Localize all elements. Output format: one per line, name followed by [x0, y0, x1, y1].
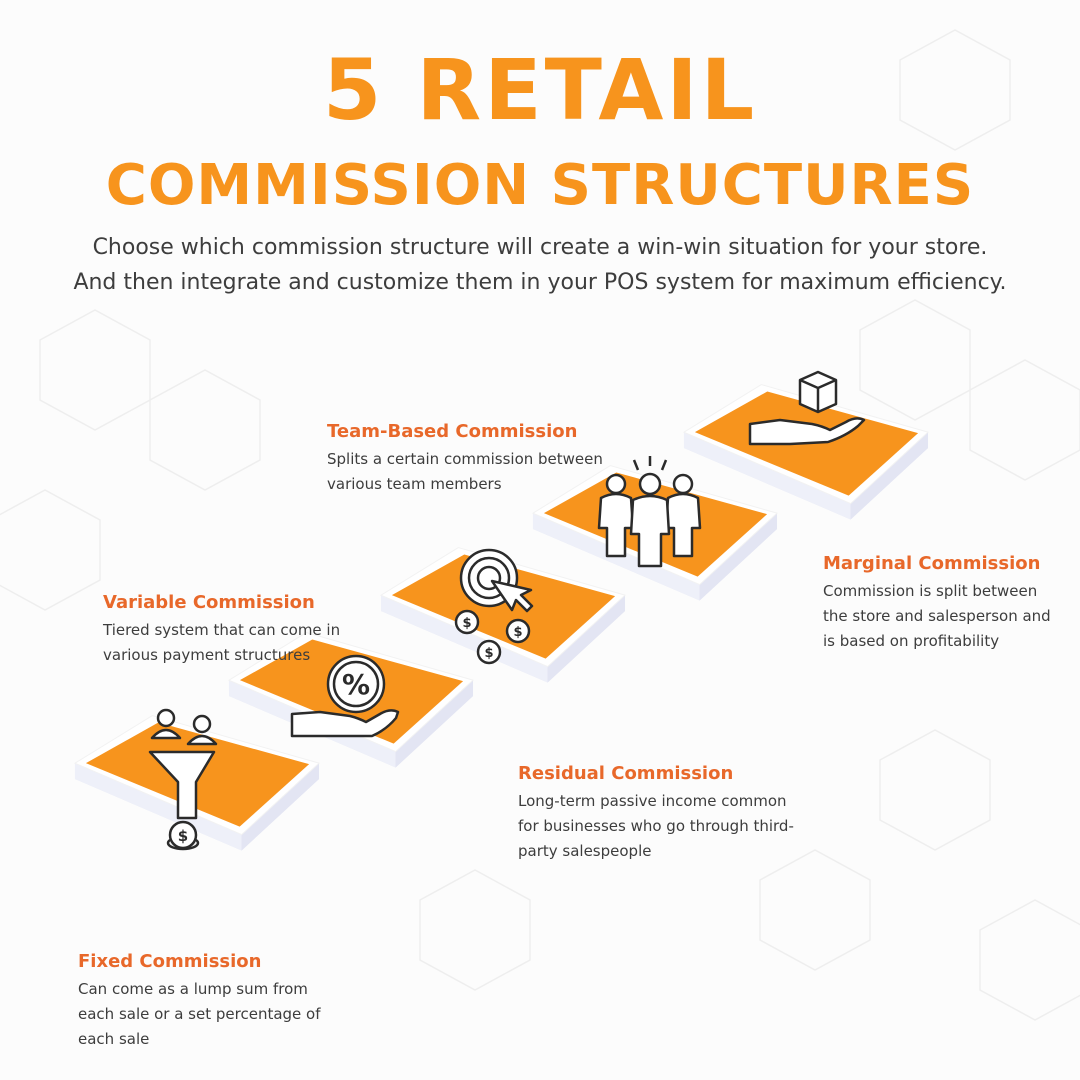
step-residual: Residual Commission Long-term passive in… — [518, 762, 808, 864]
svg-text:$: $ — [462, 616, 471, 631]
hand-box-icon — [748, 370, 866, 446]
step-description: Can come as a lump sum from each sale or… — [78, 980, 321, 1048]
svg-text:$: $ — [513, 625, 522, 640]
svg-text:$: $ — [484, 646, 493, 661]
target-coins-icon: $ $ $ — [454, 548, 534, 665]
step-description: Long-term passive income common for busi… — [518, 792, 794, 860]
step-fixed: Fixed Commission Can come as a lump sum … — [78, 950, 338, 1052]
svg-text:$: $ — [178, 827, 188, 845]
svg-text:%: % — [342, 668, 370, 701]
step-title: Team-Based Commission — [327, 421, 578, 442]
step-team: Team-Based Commission Splits a certain c… — [327, 420, 617, 497]
title-line-1: 5 RETAIL — [322, 41, 758, 139]
step-title: Variable Commission — [103, 592, 315, 613]
step-description: Splits a certain commission between vari… — [327, 450, 603, 493]
step-description: Tiered system that can come in various p… — [103, 621, 341, 664]
step-variable: Variable Commission Tiered system that c… — [103, 591, 363, 668]
title-line-2: COMMISSION STRUCTURES — [105, 153, 975, 218]
step-description: Commission is split between the store an… — [823, 582, 1051, 650]
subtitle: Choose which commission structure will c… — [73, 235, 1007, 295]
step-marginal: Marginal Commission Commission is split … — [823, 552, 1053, 654]
step-title: Fixed Commission — [78, 951, 262, 972]
step-title: Marginal Commission — [823, 553, 1041, 574]
hand-percent-icon: % — [290, 654, 400, 738]
step-title: Residual Commission — [518, 763, 734, 784]
team-icon — [597, 456, 702, 568]
funnel-coin-icon: $ — [148, 708, 218, 851]
